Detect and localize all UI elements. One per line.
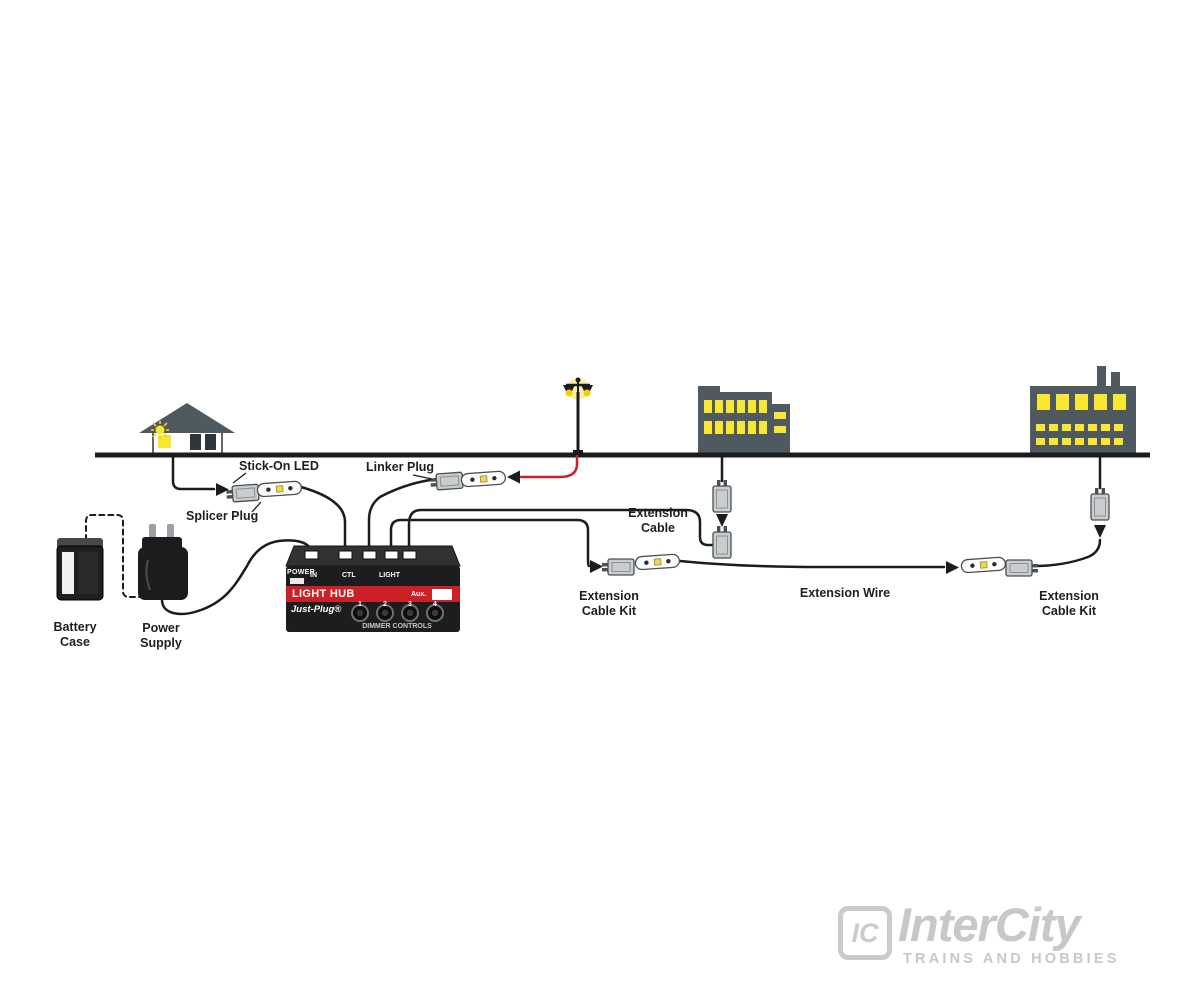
extension-cable-kit-right-led: [960, 556, 1007, 574]
house: [139, 403, 235, 456]
battery-case: [56, 538, 104, 601]
wire-power-to-hub: [160, 539, 313, 616]
hub-brand-label: Just-Plug®: [291, 604, 342, 615]
extension-cable-kit-right-connector: [1005, 559, 1038, 577]
stick-on-led-label: Stick-On LED: [239, 459, 319, 473]
extension-cable-connector-bottom: [712, 526, 732, 559]
hub-in-label: IN: [310, 572, 317, 579]
building-2: [1030, 366, 1136, 455]
aux-port: [432, 589, 452, 600]
hub-power-label: POWER: [287, 569, 315, 576]
knob-number-1: 1: [358, 601, 362, 608]
splicer-plug: [226, 483, 260, 503]
extension-cable-kit-left-label: Extension Cable Kit: [579, 589, 639, 618]
arrows: [216, 470, 1106, 574]
house-roof: [139, 403, 235, 433]
hub-light-label: LIGHT: [379, 572, 400, 579]
wire-hub-to-linker-plug: [367, 478, 432, 555]
watermark-logo-icon: IC: [838, 906, 892, 960]
power-supply: [138, 524, 188, 600]
house-lit-window: [158, 435, 171, 448]
wire-battery-dashed: [85, 514, 140, 598]
knob-number-3: 3: [408, 601, 412, 608]
arrow-down-icon: [1094, 525, 1106, 538]
light-hub-red-band: [286, 586, 460, 602]
wires: [85, 453, 1102, 616]
arrow-left-icon: [507, 470, 520, 484]
hub-aux-label: Aux.: [411, 591, 427, 598]
power-supply-label: Power Supply: [140, 621, 182, 650]
wire-hub-to-extension-cable: [407, 508, 714, 555]
hub-dimmer-label: DIMMER CONTROLS: [362, 623, 432, 630]
building2-connector: [1090, 488, 1110, 521]
watermark-brand: InterCity: [898, 898, 1081, 951]
arrow-right-icon: [946, 561, 959, 574]
stick-on-led-left: [256, 480, 303, 498]
dimmer-knob: [351, 604, 369, 622]
dimmer-knob: [376, 604, 394, 622]
extension-cable-kit-right-label: Extension Cable Kit: [1039, 589, 1099, 618]
arrow-right-icon: [216, 483, 229, 496]
splicer-plug-label: Splicer Plug: [186, 509, 259, 523]
house-window: [205, 434, 216, 450]
extension-cable-kit-left-connector: [602, 558, 635, 576]
watermark-tagline: TRAINS AND HOBBIES: [903, 951, 1120, 967]
hub-ctl-label: CTL: [342, 572, 356, 579]
street-lamp: [563, 377, 593, 455]
knob-number-2: 2: [383, 601, 387, 608]
battery-case-label: Battery Case: [53, 620, 97, 649]
knob-number-4: 4: [433, 601, 437, 608]
building-2-windows: [1036, 394, 1126, 445]
wire-extension-run: [678, 559, 946, 569]
house-light-glow-icon: [151, 421, 169, 439]
extension-wire-label: Extension Wire: [799, 586, 891, 600]
extension-cable-label: Extension Cable: [628, 506, 688, 535]
power-indicator: [290, 578, 304, 584]
building-1-windows: [704, 400, 786, 434]
linker-plug-label: Linker Plug: [366, 460, 435, 474]
building-1: [698, 386, 790, 455]
wire-red-to-lamp: [519, 454, 579, 479]
light-hub: [285, 545, 461, 632]
stick-on-led-right: [460, 470, 507, 488]
wire-hub-to-kit-left: [389, 518, 591, 568]
hub-name-label: LIGHT HUB: [292, 588, 355, 600]
wire-house-to-splicer: [171, 453, 216, 491]
light-hub-ports: [304, 550, 417, 560]
wire-led-to-hub: [299, 485, 347, 555]
linker-plug: [430, 471, 464, 491]
arrow-right-icon: [590, 560, 603, 573]
dimmer-knob: [426, 604, 444, 622]
dimmer-knob: [401, 604, 419, 622]
extension-cable-kit-left-led: [634, 553, 681, 571]
wire-kit-right-up: [1032, 538, 1102, 568]
leader-lines: [232, 472, 433, 513]
arrow-down-icon: [716, 514, 728, 527]
house-window: [190, 434, 201, 450]
extension-cable-connector-top: [712, 480, 732, 513]
watermark-logo-text: IC: [851, 917, 879, 948]
